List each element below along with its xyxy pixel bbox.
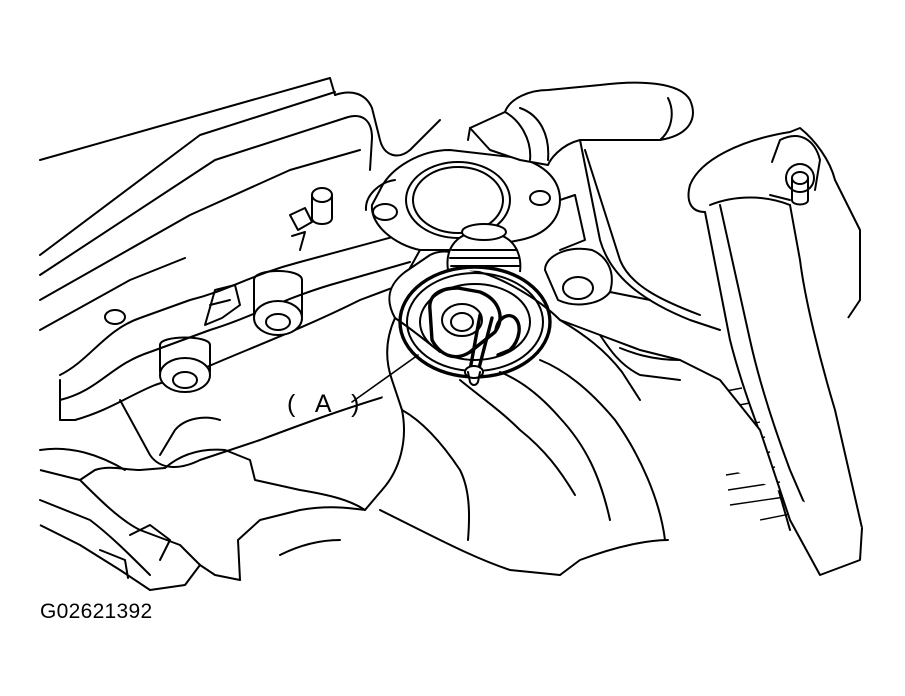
figure-code: G02621392 (40, 600, 153, 623)
thermostat (398, 223, 552, 386)
coolant-hose (467, 81, 694, 166)
lower-left-pipe (39, 447, 201, 591)
cylinder-head-contour (59, 234, 411, 468)
engine-block-edges (39, 77, 441, 331)
head-bolt-bosses (104, 187, 333, 393)
housing-boss (544, 247, 651, 306)
thermostat-housing-flange (364, 149, 586, 269)
timing-cover (579, 127, 863, 531)
hand (364, 250, 863, 576)
callout-label-a: ( A ) (287, 390, 366, 418)
lower-engine-base (164, 448, 669, 581)
callout-leader-line (351, 354, 419, 403)
